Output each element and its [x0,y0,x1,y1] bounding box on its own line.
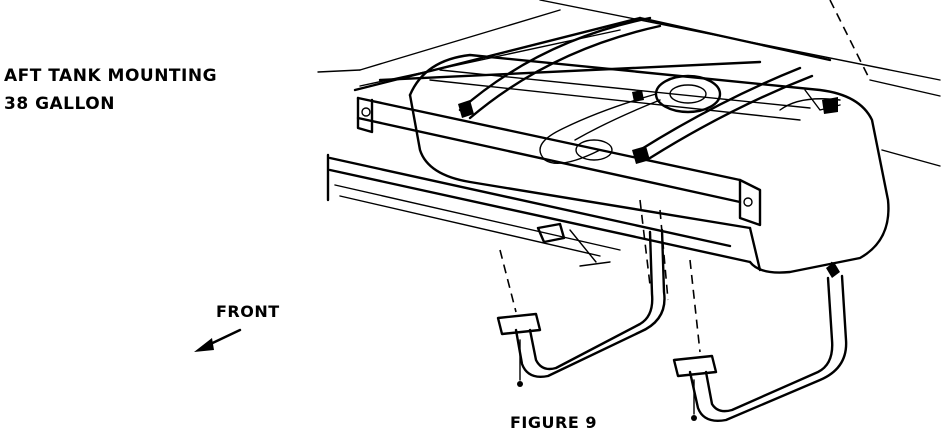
front-direction-label: FRONT [216,302,280,321]
tank-crossmembers [356,29,762,227]
front-tank-strap [496,228,666,387]
figure-caption: FIGURE 9 [510,413,597,432]
frame-rails [317,0,941,264]
alignment-lines [499,0,871,353]
front-arrow-icon [194,328,242,352]
figure-title-line-1: AFT TANK MOUNTING [4,66,218,86]
frame-bracket [536,222,611,267]
rear-tank-strap [672,262,848,422]
fuel-sender [539,74,722,164]
figure-title-line-2: 38 GALLON [4,94,115,114]
tank-straps-top [458,16,814,164]
fuel-tank [408,53,890,274]
